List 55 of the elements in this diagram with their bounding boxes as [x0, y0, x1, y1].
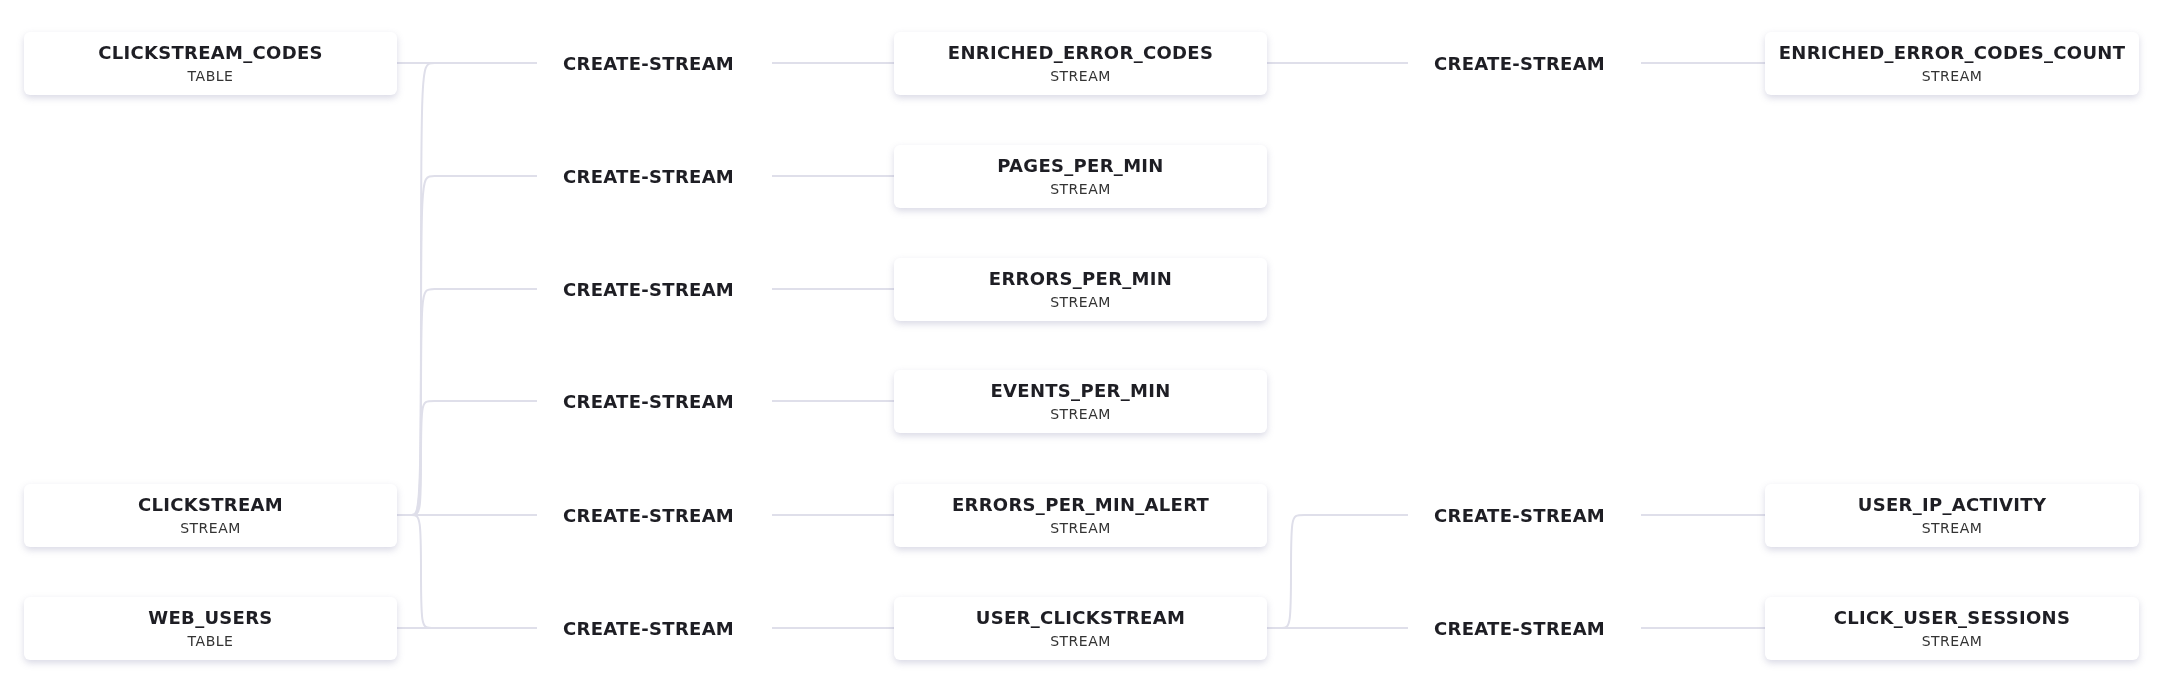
entity-card [894, 144, 1267, 208]
entity-type: TABLE [187, 633, 234, 649]
entity-name: PAGES_PER_MIN [997, 155, 1164, 176]
entity-name: CREATE-STREAM [563, 504, 735, 526]
entity-card [894, 257, 1267, 321]
entity-type: STREAM [1050, 406, 1111, 422]
entity-card [24, 31, 397, 95]
entity-name: WEB_USERS [148, 607, 273, 628]
entity-type: STREAM [1050, 520, 1111, 536]
entity-name: ERRORS_PER_MIN [988, 268, 1173, 289]
entity-type: STREAM [180, 520, 241, 536]
connector-line [771, 62, 895, 64]
entity-name: CREATE-STREAM [1434, 617, 1606, 639]
entity-card [894, 596, 1267, 660]
entity-type: STREAM [1921, 520, 1983, 536]
entity-name: EVENTS_PER_MIN [990, 380, 1171, 401]
entity-type: STREAM [1050, 294, 1111, 310]
entity-name: CREATE-STREAM [563, 617, 735, 639]
entity-card [1765, 31, 2139, 95]
entity-type: TABLE [187, 68, 234, 84]
connector-line [771, 627, 895, 629]
entity-type: STREAM [1921, 68, 1983, 84]
entity-name: CREATE-STREAM [563, 165, 735, 187]
connector-line [1266, 62, 1409, 64]
entity-type: STREAM [1050, 633, 1111, 649]
connector-line [771, 400, 895, 402]
entity-card [1765, 596, 2139, 660]
connector-line [1640, 627, 1766, 629]
entity-name: USER_IP_ACTIVITY [1857, 494, 2047, 515]
connector-line [771, 175, 895, 177]
entity-type: STREAM [1050, 181, 1111, 197]
entity-card [894, 31, 1267, 95]
entity-card [894, 483, 1267, 547]
entity-type: STREAM [1921, 633, 1983, 649]
entity-card [1765, 483, 2139, 547]
entity-name: CLICKSTREAM [137, 494, 284, 515]
entity-name: CREATE-STREAM [563, 52, 735, 74]
entity-name: CREATE-STREAM [1434, 52, 1606, 74]
connector-line [1640, 62, 1766, 64]
entity-name: CLICKSTREAM_CODES [98, 42, 323, 63]
entity-name: USER_CLICKSTREAM [975, 607, 1186, 628]
entity-name: CREATE-STREAM [563, 278, 735, 300]
connector-line [1640, 514, 1766, 516]
entity-name: ERRORS_PER_MIN_ALERT [951, 494, 1210, 515]
entity-type: STREAM [1050, 68, 1111, 84]
entity-name: ENRICHED_ERROR_CODES_COUNT [1778, 42, 2126, 63]
entity-name: CREATE-STREAM [563, 390, 735, 412]
entity-name: CREATE-STREAM [1434, 504, 1606, 526]
entity-name: ENRICHED_ERROR_CODES [947, 42, 1214, 63]
entity-name: CLICK_USER_SESSIONS [1833, 607, 2071, 628]
entity-card [24, 596, 397, 660]
entity-card [24, 483, 397, 547]
connector-line [771, 288, 895, 290]
connector-line [771, 514, 895, 516]
entity-card [894, 369, 1267, 433]
